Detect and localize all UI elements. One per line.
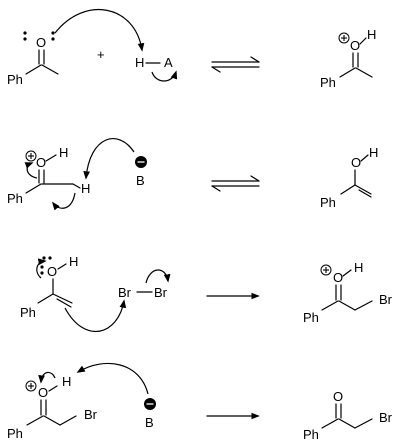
oxygen-label: O xyxy=(36,155,46,170)
oxygen-label: O xyxy=(333,270,343,285)
phenyl-bond xyxy=(25,64,42,75)
hydrogen-label: H xyxy=(81,181,90,196)
phenyl-bond xyxy=(25,183,42,194)
hydrogen-label: H xyxy=(354,260,363,275)
step-1-reactant-acetophenone: O Ph xyxy=(7,31,59,87)
equilibrium-arrow xyxy=(211,56,260,73)
oxygen-label: O xyxy=(333,389,343,404)
lone-pair-dot xyxy=(42,256,46,260)
step-2-product-enol: O H Ph xyxy=(320,145,378,210)
c-br-bond xyxy=(59,415,77,426)
bromine-label: Br xyxy=(84,407,98,422)
phenyl-label: Ph xyxy=(7,72,23,87)
c-br-bond xyxy=(354,418,373,429)
negative-charge-icon xyxy=(135,156,147,168)
hydrogen-label: H xyxy=(367,27,376,42)
alkene-double-bond xyxy=(354,184,372,195)
phenyl-label: Ph xyxy=(303,310,319,325)
o-h-bond xyxy=(359,37,367,45)
base-b-label: B xyxy=(145,415,154,430)
bromine-label: Br xyxy=(154,285,168,300)
positive-charge-icon xyxy=(25,380,37,392)
curved-arrow-bond-to-a xyxy=(151,70,178,82)
o-h-bond xyxy=(48,385,58,392)
step-1-reactant-acid-ha: H A xyxy=(135,55,173,70)
phenyl-bond xyxy=(321,300,339,311)
base-b: B xyxy=(144,398,156,430)
oxygen-label: O xyxy=(350,38,360,53)
curved-arrow-lone-pair-to-h xyxy=(54,9,145,52)
oxygen-label: O xyxy=(36,35,46,50)
hydrogen-label: H xyxy=(135,55,144,70)
phenyl-bond xyxy=(26,415,44,426)
curved-arrow-base-to-h xyxy=(76,363,149,395)
alpha-carbon-bond xyxy=(338,418,356,429)
oxygen-label: O xyxy=(38,385,48,400)
curved-arrow-ch-bond-to-cc xyxy=(51,192,76,211)
step-2-reactant-protonated-ketone: O H H Ph xyxy=(7,145,90,206)
oxygen-label: O xyxy=(351,155,361,170)
hydrogen-label: H xyxy=(59,145,68,160)
curved-arrow-o-lone-pair-to-co xyxy=(36,258,47,279)
phenyl-bond xyxy=(321,418,339,429)
step-4-reactant-protonated-bromoketone: O H Br Ph xyxy=(7,374,98,441)
bromine-label: Br xyxy=(118,285,132,300)
phenyl-label: Ph xyxy=(320,195,336,210)
oxygen-label: O xyxy=(47,264,57,279)
lone-pair-dot xyxy=(40,271,44,275)
bromine-label: Br xyxy=(379,292,393,307)
phenyl-label: Ph xyxy=(7,191,23,206)
bromine-label: Br xyxy=(379,410,393,425)
alkene-double-bond xyxy=(52,293,73,304)
hydrogen-label: H xyxy=(62,374,71,389)
positive-charge-icon xyxy=(320,264,332,276)
phenyl-label: Ph xyxy=(7,426,23,441)
acid-a-label: A xyxy=(164,55,173,70)
step-3-product-protonated-bromoketone: O H Br Ph xyxy=(303,260,393,325)
negative-charge-icon xyxy=(144,398,156,410)
reactant-bromine-br2: Br Br xyxy=(118,285,168,300)
curved-arrow-pi-bond-to-o xyxy=(24,162,38,179)
curved-arrow-oh-bond-to-o xyxy=(38,371,56,384)
c-br-bond xyxy=(354,300,373,311)
phenyl-label: Ph xyxy=(20,305,36,320)
c-h-bond xyxy=(72,183,81,189)
positive-charge-icon xyxy=(25,150,37,162)
phenyl-bond xyxy=(339,67,356,78)
phenyl-label: Ph xyxy=(320,75,336,90)
curved-arrow-base-to-h xyxy=(83,138,135,180)
phenyl-bond xyxy=(37,293,54,304)
plus-sign: + xyxy=(97,47,105,62)
equilibrium-arrow xyxy=(211,175,260,192)
base-b-label: B xyxy=(136,173,145,188)
alkene-double-bond xyxy=(358,189,372,198)
methyl-bond xyxy=(355,67,373,78)
alkene-double-bond xyxy=(56,298,72,308)
base-b: B xyxy=(135,156,147,188)
o-h-bond xyxy=(360,154,369,162)
alpha-carbon-bond xyxy=(43,415,61,426)
step-4-product-bromoketone: O Br Ph xyxy=(303,389,393,442)
lone-pair-dot xyxy=(51,37,55,41)
lone-pair-dot xyxy=(23,31,27,35)
lone-pair-dot xyxy=(40,265,44,269)
curved-arrow-pi-bond-to-br xyxy=(64,299,127,333)
o-h-bond xyxy=(342,269,352,277)
step-3-reactant-enol: O H Ph xyxy=(20,254,78,320)
o-h-bond xyxy=(57,263,67,270)
o-h-bond xyxy=(45,154,57,162)
hydrogen-label: H xyxy=(69,254,78,269)
phenyl-bond xyxy=(340,184,356,195)
lone-pair-dot xyxy=(51,31,55,35)
curved-arrow-br-br-bond-to-br xyxy=(145,269,171,284)
lone-pair-dot xyxy=(23,37,27,41)
step-1-product-protonated-ketone: O H Ph xyxy=(320,27,376,90)
methyl-bond xyxy=(41,64,59,75)
positive-charge-icon xyxy=(338,32,350,44)
alpha-carbon-bond xyxy=(338,300,356,311)
hydrogen-label: H xyxy=(369,145,378,160)
lone-pair-dot xyxy=(48,256,52,260)
phenyl-label: Ph xyxy=(303,427,319,442)
